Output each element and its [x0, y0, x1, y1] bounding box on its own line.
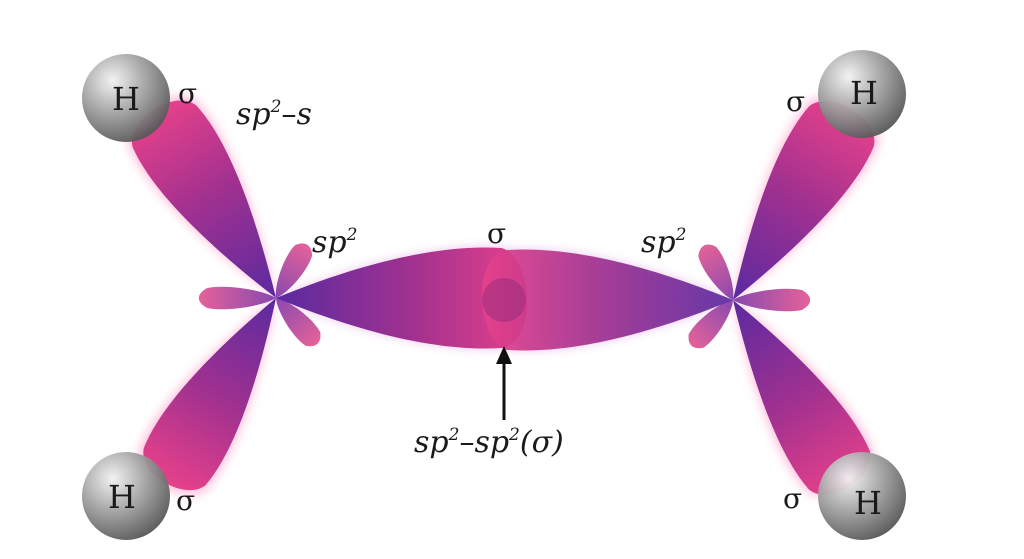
overlap-arrow [496, 346, 512, 420]
h-label: H [108, 478, 136, 516]
sigma-label-top-right: σ [786, 85, 805, 118]
small-lobe [733, 288, 811, 312]
sigma-label-bottom-right: σ [783, 482, 802, 515]
label-cc-bond: sp2–sp2(σ) [414, 425, 564, 460]
small-lobe [198, 286, 276, 310]
sigma-label-bottom-left: σ [176, 484, 195, 517]
hydrogen-bottom-left: H [82, 452, 170, 540]
label-sp2-s: sp2–s [236, 97, 312, 132]
h-label: H [850, 74, 878, 112]
h-label: H [854, 484, 882, 522]
sigma-label-center: σ [487, 217, 506, 250]
label-sp2-left: sp2 [312, 225, 357, 260]
label-sp2-right: sp2 [641, 225, 686, 260]
hydrogen-top-left: H [82, 54, 170, 142]
c-c-sigma-bond [276, 247, 733, 351]
h-label: H [112, 80, 140, 118]
overlap-region [482, 278, 526, 322]
hydrogen-bottom-right: H [818, 452, 906, 540]
hydrogen-top-right: H [818, 50, 906, 138]
sigma-label-top-left: σ [178, 77, 197, 110]
